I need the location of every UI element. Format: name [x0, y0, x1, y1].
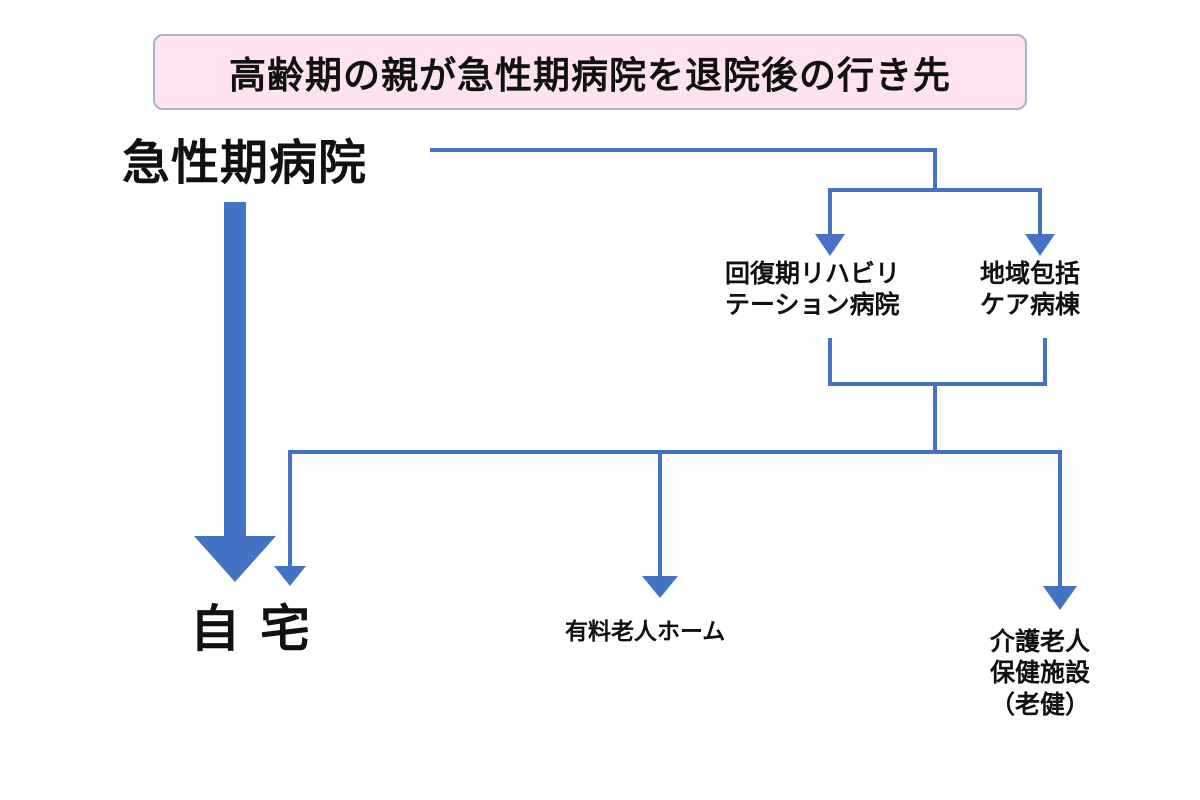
diagram-title: 高齢期の親が急性期病院を退院後の行き先 [229, 54, 951, 97]
roken-line-2: 保健施設 [990, 658, 1091, 688]
big-arrow-head [194, 536, 276, 582]
node-acute-hospital: 急性期病院 [122, 135, 368, 191]
connector-source-to-split [430, 148, 937, 190]
node-geriatric-health-facility: 介護老人 保健施設 （老健） [990, 626, 1090, 720]
node-rehab-hospital: 回復期リハビリ テーション病院 [725, 258, 900, 321]
arrow-to-home-small [274, 566, 306, 586]
node-community-care-ward: 地域包括 ケア病棟 [980, 258, 1080, 321]
roken-line-3: （老健） [990, 689, 1091, 719]
roken-line-1: 介護老人 [990, 627, 1091, 656]
arrow-to-yuryo [642, 576, 678, 598]
title-box: 高齢期の親が急性期病院を退院後の行き先 [153, 34, 1027, 110]
big-arrow-shaft [224, 202, 246, 538]
chiiki-line-1: 地域包括 [980, 259, 1081, 288]
chiiki-line-2: ケア病棟 [980, 290, 1081, 320]
connector-split [828, 188, 1042, 236]
arrow-to-roken [1043, 586, 1077, 610]
rehab-line-1: 回復期リハビリ [725, 259, 901, 288]
rehab-line-2: テーション病院 [725, 290, 900, 320]
connector-distribution [288, 450, 1062, 588]
arrow-to-rehab [815, 234, 845, 256]
connector-merge [828, 338, 1047, 386]
node-home: 自宅 [190, 600, 330, 658]
node-paid-nursing-home: 有料老人ホーム [565, 619, 726, 645]
arrow-to-chiiki [1025, 234, 1055, 256]
